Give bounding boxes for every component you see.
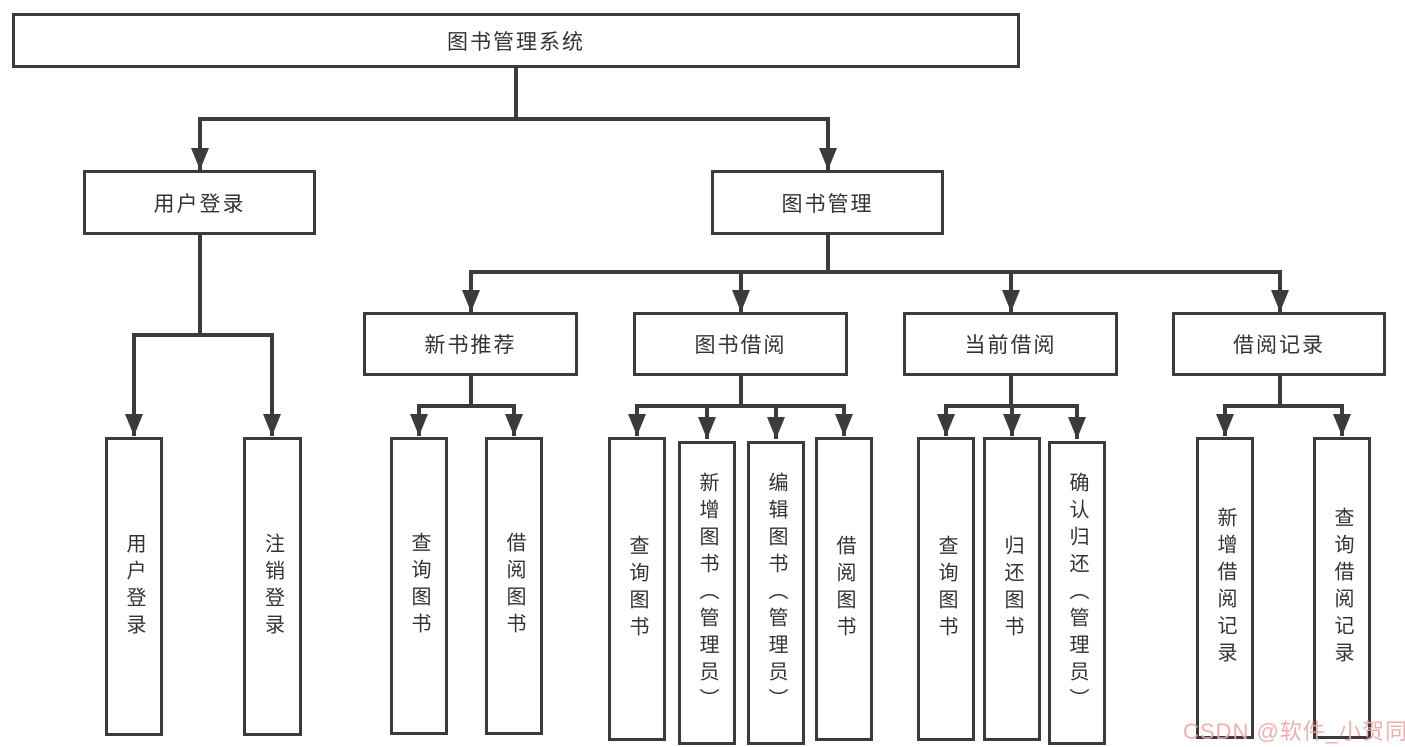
leaf-add-book-admin-label: 新增图书（管理员） — [696, 471, 718, 715]
leaf-newrec-borrow-book: 借阅图书 — [485, 437, 543, 735]
node-root-library-system: 图书管理系统 — [12, 13, 1020, 68]
node-user-login-label: 用户登录 — [153, 192, 246, 216]
leaf-borrow-query-book: 查询图书 — [608, 437, 666, 741]
node-book-management-label: 图书管理 — [781, 192, 874, 216]
node-root-label: 图书管理系统 — [447, 30, 585, 54]
leaf-borrow-query-book-label: 查询图书 — [626, 535, 648, 643]
leaf-query-borrow-record: 查询借阅记录 — [1313, 437, 1371, 739]
leaf-confirm-return-admin: 确认归还（管理员） — [1048, 441, 1106, 745]
leaf-edit-book-admin-label: 编辑图书（管理员） — [765, 471, 787, 715]
leaf-current-query-book-label: 查询图书 — [935, 535, 957, 643]
leaf-newrec-query-book-label: 查询图书 — [408, 532, 430, 640]
leaf-borrow-borrow-book: 借阅图书 — [815, 437, 873, 741]
leaf-add-book-admin: 新增图书（管理员） — [678, 441, 736, 745]
leaf-current-query-book: 查询图书 — [917, 437, 975, 741]
leaf-user-login: 用户登录 — [105, 437, 163, 736]
node-current-borrow: 当前借阅 — [903, 312, 1118, 376]
leaf-newrec-query-book: 查询图书 — [390, 437, 448, 735]
node-new-book-recommend-label: 新书推荐 — [424, 334, 517, 357]
leaf-borrow-borrow-book-label: 借阅图书 — [833, 535, 855, 643]
node-borrow-record-label: 借阅记录 — [1233, 334, 1325, 357]
leaf-edit-book-admin: 编辑图书（管理员） — [747, 441, 805, 745]
node-book-borrow-label: 图书借阅 — [694, 334, 787, 357]
node-user-login: 用户登录 — [83, 170, 316, 235]
csdn-watermark: CSDN @软件_小贺同学 — [1183, 719, 1405, 744]
leaf-confirm-return-admin-label: 确认归还（管理员） — [1066, 471, 1088, 715]
leaf-add-borrow-record-label: 新增借阅记录 — [1214, 507, 1236, 669]
leaf-user-login-label: 用户登录 — [123, 532, 145, 641]
leaf-logout-label: 注销登录 — [261, 532, 284, 641]
leaf-logout: 注销登录 — [243, 437, 302, 736]
leaf-return-book: 归还图书 — [983, 437, 1041, 741]
leaf-return-book-label: 归还图书 — [1001, 535, 1023, 643]
node-current-borrow-label: 当前借阅 — [964, 334, 1057, 357]
node-book-management: 图书管理 — [711, 170, 944, 235]
leaf-query-borrow-record-label: 查询借阅记录 — [1331, 507, 1353, 669]
leaf-add-borrow-record: 新增借阅记录 — [1196, 437, 1254, 739]
node-new-book-recommend: 新书推荐 — [363, 312, 578, 376]
leaf-newrec-borrow-book-label: 借阅图书 — [503, 532, 525, 640]
node-book-borrow: 图书借阅 — [633, 312, 848, 376]
node-borrow-record: 借阅记录 — [1172, 312, 1386, 376]
